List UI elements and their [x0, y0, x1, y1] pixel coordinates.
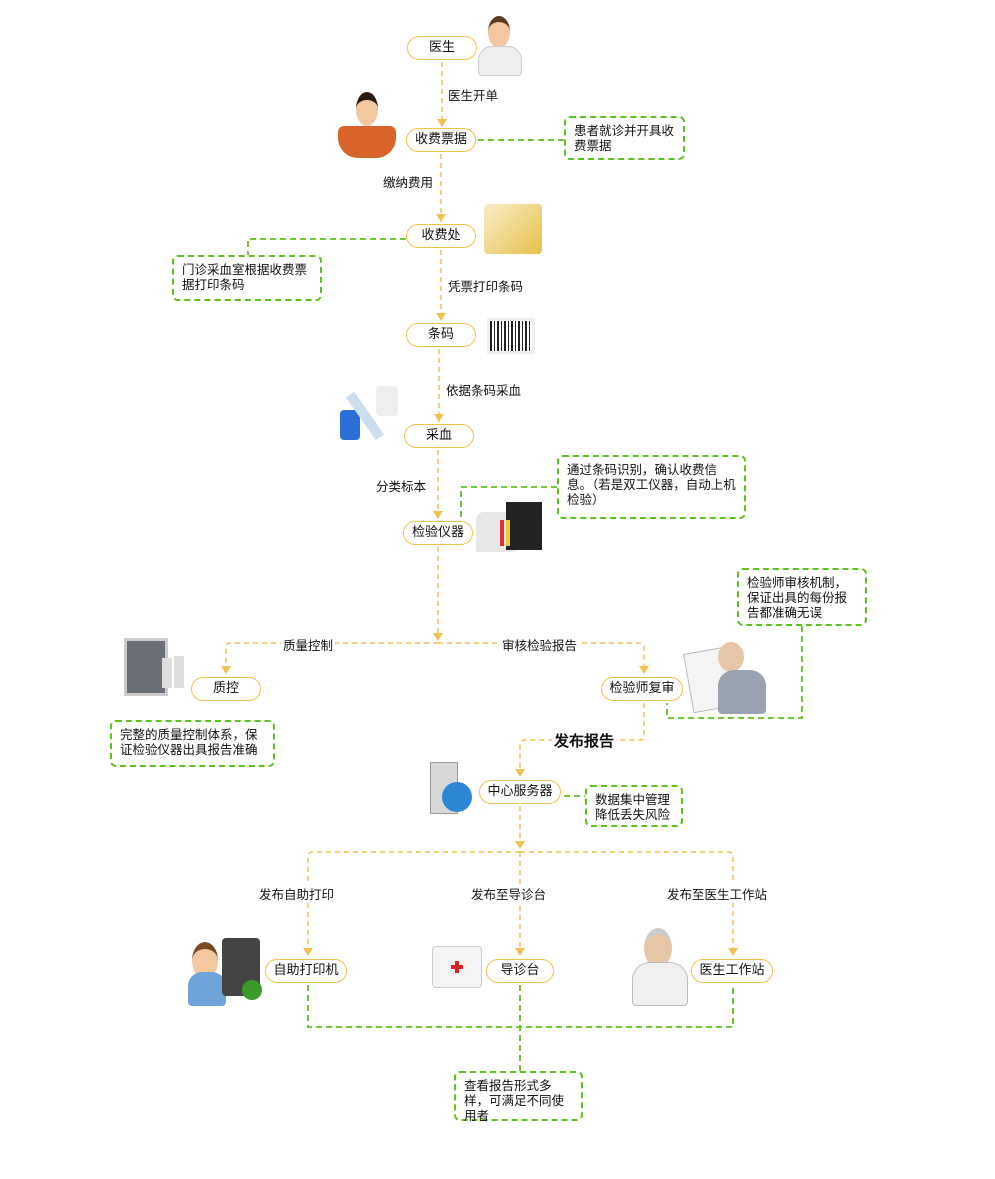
- coins-icon: [484, 204, 542, 254]
- note-report-access: 查看报告形式多样，可满足不同使用者: [454, 1071, 583, 1123]
- edge-label: 医生开单: [446, 85, 501, 104]
- note-receipt: 患者就诊并开具收费票据: [564, 116, 685, 160]
- edge-label: 凭票打印条码: [446, 276, 526, 295]
- node-server[interactable]: 中心服务器: [479, 780, 561, 804]
- analyzer-icon: [476, 502, 542, 552]
- node-doctor[interactable]: 医生: [407, 36, 477, 60]
- edge-label: 审核检验报告: [500, 635, 580, 654]
- node-review[interactable]: 检验师复审: [601, 677, 683, 701]
- edge-label: 缴纳费用: [381, 172, 436, 191]
- note-quality-control: 完整的质量控制体系，保证检验仪器出具报告准确: [110, 720, 275, 767]
- edge-label: 发布自助打印: [257, 884, 337, 903]
- note-server: 数据集中管理降低丢失风险: [585, 785, 683, 827]
- node-guide-desk[interactable]: 导诊台: [486, 959, 554, 983]
- node-instrument[interactable]: 检验仪器: [403, 521, 473, 545]
- cashier-woman-icon: [338, 92, 398, 160]
- edge-label: 发布至导诊台: [469, 884, 549, 903]
- node-workstation[interactable]: 医生工作站: [691, 959, 773, 983]
- note-barcode-print: 门诊采血室根据收费票据打印条码: [172, 255, 322, 301]
- doctor-workstation-icon: [630, 928, 690, 1006]
- edge-label: 发布至医生工作站: [665, 884, 770, 903]
- node-cashier[interactable]: 收费处: [406, 224, 476, 248]
- edge-label: 依据条码采血: [444, 380, 524, 399]
- server-icon: [414, 762, 476, 816]
- note-review: 检验师审核机制，保证出具的每份报告都准确无误: [737, 568, 867, 626]
- edge-label: 发布报告: [552, 730, 617, 751]
- node-quality-control[interactable]: 质控: [191, 677, 261, 701]
- node-blood-draw[interactable]: 采血: [404, 424, 474, 448]
- node-printer[interactable]: 自助打印机: [265, 959, 347, 983]
- node-receipt[interactable]: 收费票据: [406, 128, 476, 152]
- reviewer-icon: [683, 642, 768, 714]
- edge-label: 质量控制: [281, 635, 336, 654]
- syringe-vial-icon: [340, 386, 398, 446]
- quality-chart-icon: [124, 638, 188, 696]
- first-aid-box-icon: [432, 946, 482, 988]
- kiosk-user-icon: [188, 938, 264, 1008]
- note-instrument: 通过条码识别，确认收费信息。（若是双工仪器，自动上机检验）: [557, 455, 746, 519]
- node-barcode[interactable]: 条码: [406, 323, 476, 347]
- barcode-icon: [487, 318, 535, 354]
- edge-label: 分类标本: [374, 476, 429, 495]
- doctor-icon: [476, 16, 522, 76]
